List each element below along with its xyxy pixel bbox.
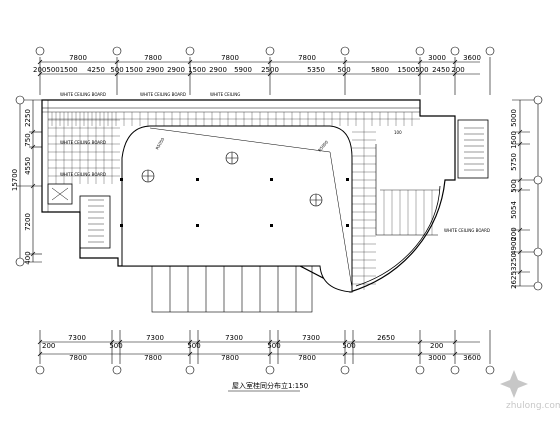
bottom-axis-bubbles [35,365,495,375]
top-dim-2-4: 1500 [125,66,143,74]
ceiling-callouts: WHITE CEILING BOARD WHITE CEILING BOARD … [60,92,490,233]
top-dim-2-9: 5900 [234,66,252,74]
bottom-dim-2-2: 7800 [144,354,162,362]
top-dim-2-6: 2900 [167,66,185,74]
bottom-dim-1-3: 500 [109,342,122,350]
ceiling-grid [48,112,433,290]
top-dim-2-15: 2450 [432,66,450,74]
right-dim-7: 4900 [510,237,518,255]
left-axis-bubbles [15,95,25,267]
bottom-dim-2-5: 3000 [428,354,446,362]
bottom-dim-2-3: 7800 [221,354,239,362]
bottom-dim-1-9: 500 [342,342,355,350]
left-dim-5: 400 [24,251,32,264]
left-dim-2: 750 [24,133,32,146]
central-room [121,125,353,293]
top-dim-2-13: 5800 [371,66,389,74]
bottom-dim-1-5: 500 [187,342,200,350]
dim-label-100: 100 [394,130,402,135]
watermark-text: zhulong.com [506,401,560,411]
callout-4: WHITE CEILING BOARD [60,140,106,145]
watermark-logo-icon [500,370,528,398]
right-dim-6: 200 [510,227,518,240]
top-dim-2-14: 1500500 [397,66,428,74]
top-dim-1-2: 7800 [144,54,162,62]
left-dim-1: 2250 [24,109,32,127]
right-dim-5: 5054 [510,201,518,219]
top-dim-1-6: 3600 [463,54,481,62]
callout-5: WHITE CEILING BOARD [60,172,106,177]
top-dim-2-7: 1500 [188,66,206,74]
bottom-dim-1-7: 500 [267,342,280,350]
right-dim-2: 1500 [510,131,518,149]
top-axis-ticks [39,57,491,95]
top-dim-2-12: 500 [337,66,350,74]
right-dim-4: 500 [510,179,518,192]
air-diffusers [141,151,323,207]
bottom-dim-1-6: 7300 [225,334,243,342]
top-dim-2-8: 2900 [209,66,227,74]
top-dim-1-4: 7800 [298,54,316,62]
radius-label-1: R5050 [155,136,166,150]
right-dim-3: 5750 [510,153,518,171]
bottom-dim-1-2: 7300 [68,334,86,342]
top-axis-bubbles [35,46,495,56]
building-outline [41,99,456,293]
bottom-dim-1-8: 7300 [302,334,320,342]
top-dimension-chains [37,57,491,95]
bottom-dim-1-4: 7300 [146,334,164,342]
bottom-dim-2-6: 3600 [463,354,481,362]
top-dim-2-3: 500 [110,66,123,74]
watermark: zhulong.com [500,370,560,411]
bottom-dim-2-1: 7800 [69,354,87,362]
right-axis-bubbles [533,95,543,291]
bottom-dim-2-4: 7800 [298,354,316,362]
callout-1: WHITE CEILING BOARD [60,92,106,97]
top-dim-1-5: 3000 [428,54,446,62]
left-dim-3: 4550 [24,157,32,175]
right-dim-1: 5000 [510,109,518,127]
callout-2: WHITE CEILING BOARD [140,92,186,97]
top-dim-1-1: 7800 [69,54,87,62]
bottom-dimension-chains [37,330,491,364]
top-dim-1-3: 7800 [221,54,239,62]
top-dim-2-1: 2005001500 [33,66,78,74]
bottom-dim-1-11: 200 [430,342,443,350]
right-dim-8: 3250 [510,253,518,271]
top-dim-2-11: 5350 [307,66,325,74]
left-dim-4: 7200 [24,213,32,231]
curved-wall [351,144,441,292]
top-dim-2-16: 200 [451,66,464,74]
callout-6: WHITE CEILING BOARD [444,228,490,233]
top-dim-2-10: 2500 [261,66,279,74]
left-structural-blocks [47,183,111,249]
entrance-canopy-columns [151,265,313,313]
drawing-title: 屋入室桂同分布立1:150 [232,381,308,390]
top-dim-2-5: 2900 [146,66,164,74]
top-ticks-slash [37,59,458,77]
right-dim-9: 2625 [510,271,518,289]
bottom-dim-1-1: 200 [42,342,55,350]
callout-3: WHITE CEILING [210,92,240,97]
left-dim-total: 15700 [11,169,19,191]
ceiling-light-dots [120,178,349,227]
bottom-dim-1-10: 2650 [377,334,395,342]
right-staircase [457,119,489,179]
top-dim-2-2: 4250 [87,66,105,74]
